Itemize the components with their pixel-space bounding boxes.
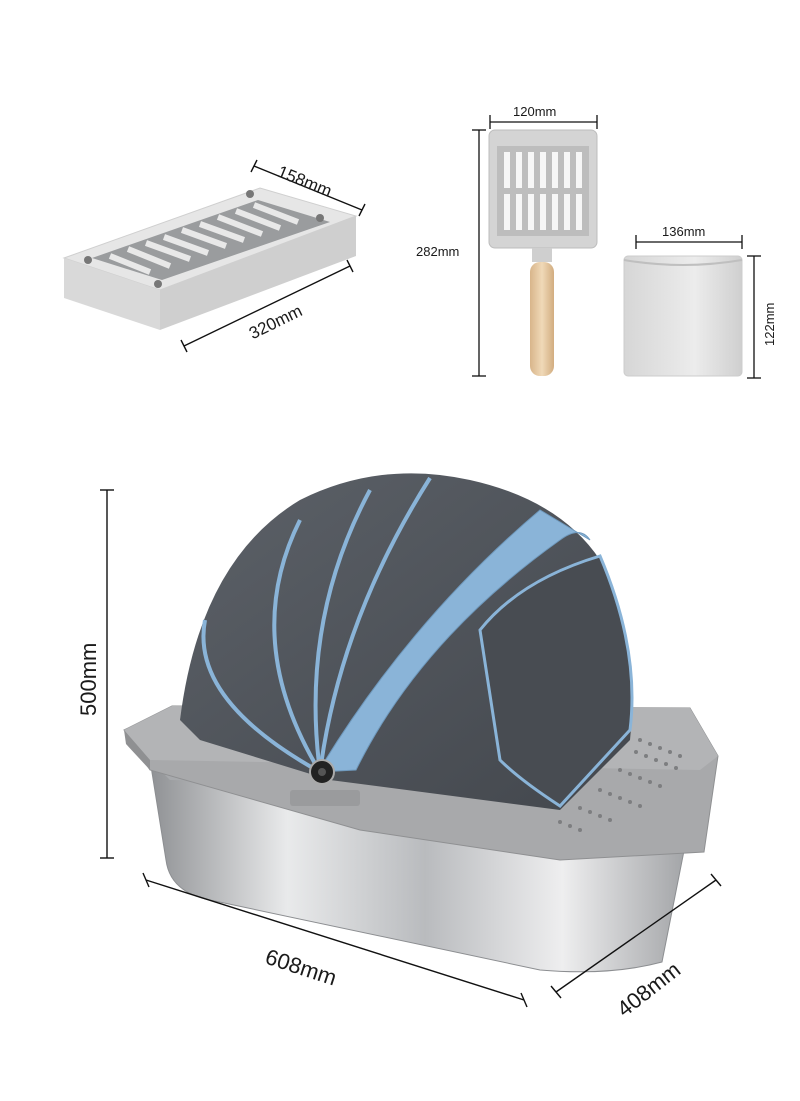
scoop-holder <box>623 255 743 377</box>
scoop-width-dimension-line <box>489 115 598 129</box>
box-length-dimension-line <box>142 872 528 1008</box>
litter-scoop <box>488 129 598 376</box>
box-height-dimension-line <box>100 489 114 859</box>
holder-height-label: 122mm <box>762 302 777 346</box>
holder-width-dimension-line <box>635 235 743 249</box>
mat-width-dimension-line <box>250 159 366 217</box>
holder-width-label: 136mm <box>662 224 706 239</box>
scoop-width-label: 120mm <box>513 104 557 119</box>
box-depth-dimension-line <box>550 873 722 999</box>
litter-mat <box>62 187 358 330</box>
holder-height-dimension-line <box>747 255 761 379</box>
mat-length-dimension-line <box>180 259 354 353</box>
box-height-label: 500mm <box>76 642 101 716</box>
scoop-height-dimension-line <box>472 129 486 377</box>
rim-perforations <box>558 738 682 832</box>
fabric-tent-cover <box>180 473 634 810</box>
scoop-height-label: 282mm <box>416 244 460 259</box>
